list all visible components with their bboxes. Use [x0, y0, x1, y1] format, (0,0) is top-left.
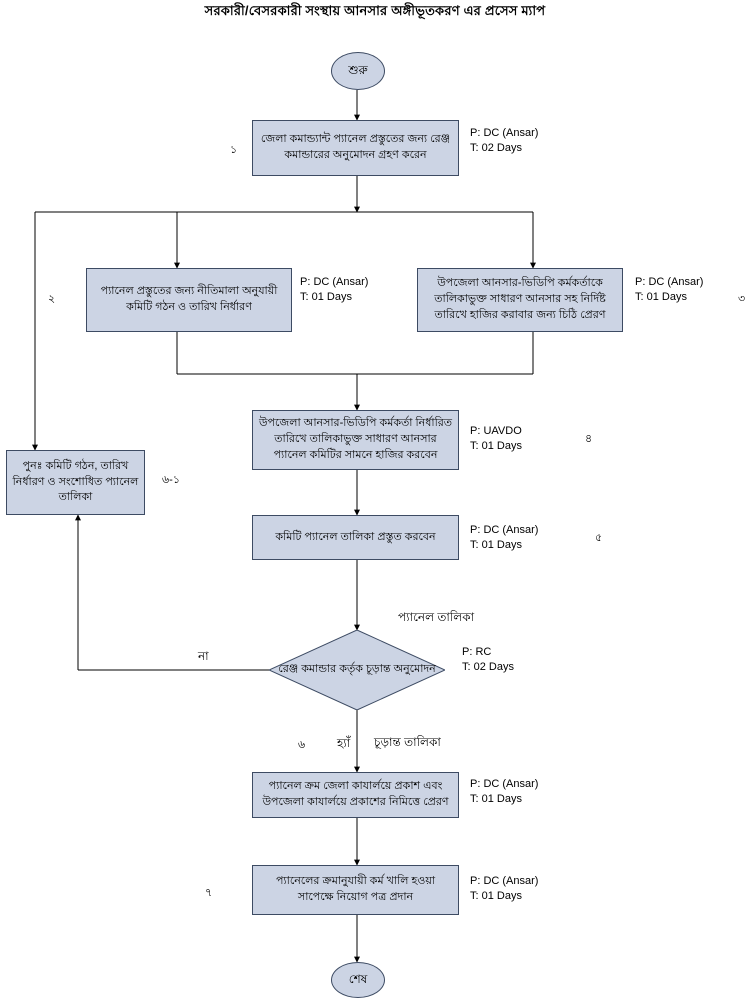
node-step-1-t: T: 02 Days	[470, 141, 522, 154]
node-step-2-p: P: DC (Ansar)	[300, 276, 369, 288]
node-decision: রেঞ্জ কমান্ডার কর্তৃক চূড়ান্ত অনুমোদন	[269, 630, 445, 710]
node-step-6-pt: P: DC (Ansar) T: 01 Days	[470, 777, 538, 807]
node-step-7: প্যানেলের ক্রমানুযায়ী কর্ম খালি হওয়া স…	[252, 865, 459, 915]
node-step-6-label: প্যানেল ক্রম জেলা কাযার্লয়ে প্রকাশ এবং …	[262, 780, 449, 808]
page-title: সরকারী/বেসরকারী সংস্থায় আনসার অঙ্গীভূতক…	[204, 3, 546, 18]
node-step-4-pt: P: UAVDO T: 01 Days	[470, 424, 522, 454]
node-step-7-index: ৭	[205, 887, 213, 899]
node-step-3-index: ৩	[738, 293, 746, 305]
node-step-1: জেলা কমান্ড্যান্ট প্যানেল প্রস্তুতের জন্…	[252, 120, 459, 176]
node-step-1-label: জেলা কমান্ড্যান্ট প্যানেল প্রস্তুতের জন্…	[260, 133, 451, 161]
node-end: শেষ	[331, 962, 385, 998]
node-step-5-pt: P: DC (Ansar) T: 01 Days	[470, 523, 538, 553]
node-step-3-pt: P: DC (Ansar) T: 01 Days	[635, 275, 703, 305]
node-end-label: শেষ	[348, 972, 368, 987]
node-start-label: শুরু	[348, 63, 368, 78]
node-step-7-label: প্যানেলের ক্রমানুযায়ী কর্ম খালি হওয়া স…	[275, 875, 436, 903]
decision-yes-label: হ্যাঁ	[337, 736, 351, 750]
node-step-3-t: T: 01 Days	[635, 290, 687, 303]
node-step-3: উপজেলা আনসার-ভিডিপি কর্মকর্তাকে তালিকাভু…	[417, 268, 623, 332]
node-step-6-t: T: 01 Days	[470, 792, 522, 805]
node-rework: পুনঃ কমিটি গঠন, তারিখ নির্ধারণ ও সংশোধিত…	[6, 450, 145, 515]
node-step-1-index: ১	[230, 144, 238, 156]
node-rework-index: ৬-১	[162, 474, 180, 486]
node-step-2-label: প্যানেল প্রস্তুতের জন্য নীতিমালা অনুযায়…	[100, 285, 278, 313]
node-step-7-p: P: DC (Ansar)	[470, 875, 539, 887]
node-step-6-p: P: DC (Ansar)	[470, 778, 539, 790]
node-step-4-p: P: UAVDO	[470, 425, 522, 437]
node-step-5-p: P: DC (Ansar)	[470, 524, 539, 536]
node-step-4: উপজেলা আনসার-ভিডিপি কর্মকর্তা নির্ধারিত …	[252, 410, 459, 470]
node-step-1-pt: P: DC (Ansar) T: 02 Days	[470, 126, 538, 156]
node-step-5-index: ৫	[595, 532, 603, 544]
node-step-3-p: P: DC (Ansar)	[635, 276, 704, 288]
node-step-4-label: উপজেলা আনসার-ভিডিপি কর্মকর্তা নির্ধারিত …	[258, 417, 453, 461]
node-step-5-label: কমিটি প্যানেল তালিকা প্রস্তুত করবেন	[275, 530, 436, 543]
node-step-5: কমিটি প্যানেল তালিকা প্রস্তুত করবেন	[252, 515, 459, 560]
node-step-2-pt: P: DC (Ansar) T: 01 Days	[300, 275, 368, 305]
decision-yes-output-label: চূড়ান্ত তালিকা	[374, 735, 441, 749]
node-step-7-pt: P: DC (Ansar) T: 01 Days	[470, 874, 538, 904]
decision-index: ৬	[298, 739, 306, 751]
decision-no-label: না	[198, 649, 209, 663]
node-step-1-p: P: DC (Ansar)	[470, 127, 539, 139]
node-step-2: প্যানেল প্রস্তুতের জন্য নীতিমালা অনুযায়…	[86, 268, 292, 332]
node-rework-label: পুনঃ কমিটি গঠন, তারিখ নির্ধারণ ও সংশোধিত…	[12, 459, 139, 504]
node-step-2-index: ২	[48, 293, 56, 305]
decision-input-label: প্যানেল তালিকা	[398, 610, 475, 624]
node-step-5-t: T: 01 Days	[470, 538, 522, 551]
node-step-4-index: ৪	[585, 433, 593, 445]
node-decision-p: P: RC	[462, 646, 492, 658]
node-decision-pt: P: RC T: 02 Days	[462, 645, 514, 675]
node-step-7-t: T: 01 Days	[470, 889, 522, 902]
node-step-4-t: T: 01 Days	[470, 439, 522, 452]
node-decision-label: রেঞ্জ কমান্ডার কর্তৃক চূড়ান্ত অনুমোদন	[278, 663, 436, 676]
node-decision-t: T: 02 Days	[462, 660, 514, 673]
node-step-6: প্যানেল ক্রম জেলা কাযার্লয়ে প্রকাশ এবং …	[252, 772, 459, 818]
node-step-2-t: T: 01 Days	[300, 290, 352, 303]
node-start: শুরু	[331, 52, 385, 90]
node-step-3-label: উপজেলা আনসার-ভিডিপি কর্মকর্তাকে তালিকাভু…	[434, 277, 606, 321]
